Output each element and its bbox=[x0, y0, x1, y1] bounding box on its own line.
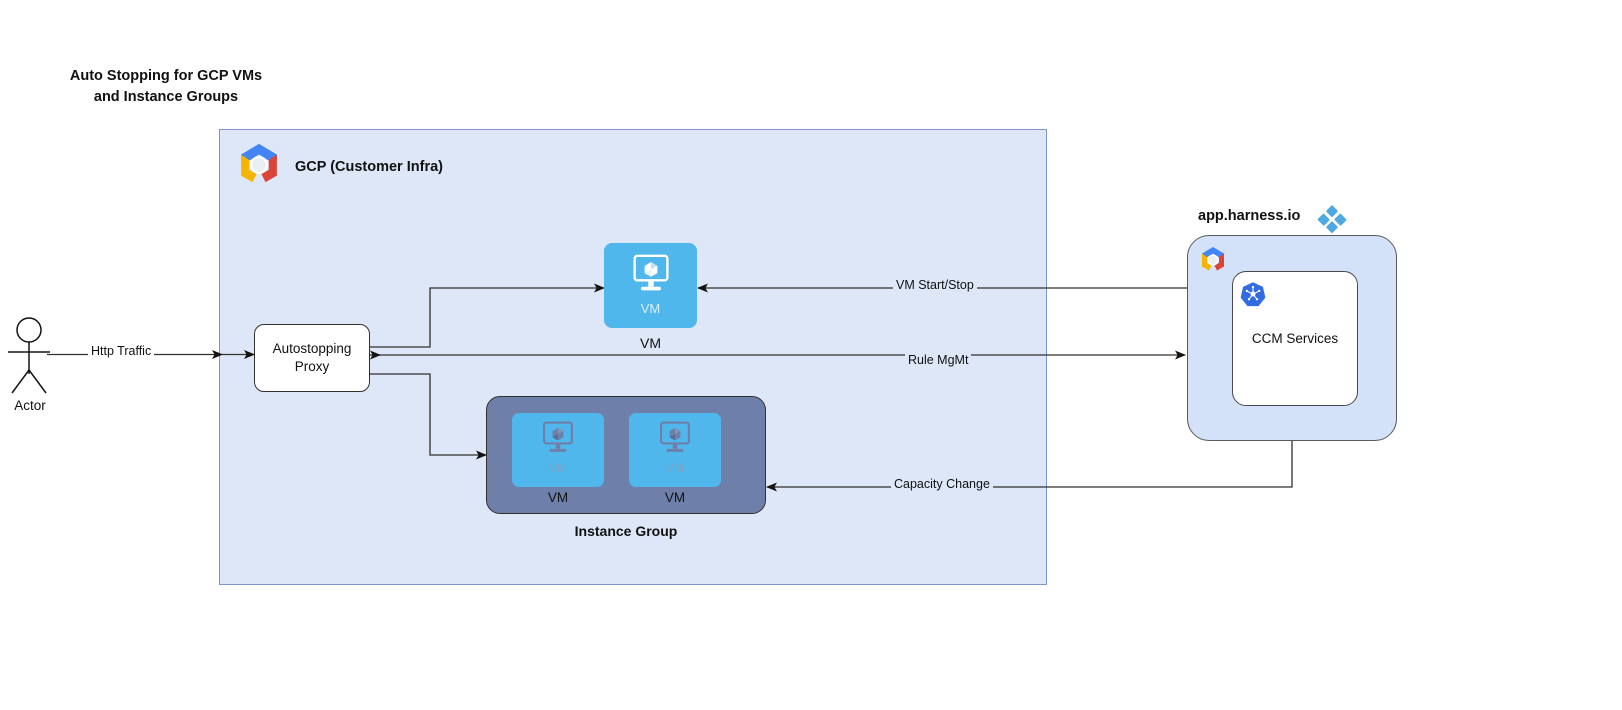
edge-label-capacity-change: Capacity Change bbox=[891, 477, 993, 491]
edge-label-rule-mgmt: Rule MgMt bbox=[905, 353, 972, 367]
instance-group-caption: Instance Group bbox=[574, 523, 678, 539]
vm-node[interactable]: VM bbox=[604, 243, 697, 328]
actor-stick-figure-icon bbox=[8, 317, 50, 394]
instance-group-node[interactable]: VM VM VM VM bbox=[486, 396, 766, 514]
edge-label-http-traffic: Http Traffic bbox=[88, 344, 155, 358]
vm-monitor-cube-icon bbox=[629, 254, 673, 299]
vm-monitor-cube-icon bbox=[539, 421, 577, 460]
gcp-logo bbox=[233, 139, 285, 196]
kubernetes-logo bbox=[1240, 281, 1266, 312]
instance-group-vm-2[interactable]: VM bbox=[629, 413, 721, 487]
instance-group-vm-1-inner-label: VM bbox=[549, 461, 567, 475]
gcp-panel-label: GCP (Customer Infra) bbox=[295, 159, 443, 175]
gcp-logo bbox=[1197, 244, 1229, 281]
autostopping-proxy-label: Autostopping Proxy bbox=[272, 341, 352, 374]
vm-monitor-cube-icon bbox=[656, 421, 694, 460]
harness-label: app.harness.io bbox=[1198, 208, 1301, 224]
instance-group-vm-1[interactable]: VM bbox=[512, 413, 604, 487]
edge-label-vm-start-stop: VM Start/Stop bbox=[893, 278, 977, 292]
actor-label: Actor bbox=[14, 398, 46, 413]
autostopping-proxy-node[interactable]: Autostopping Proxy bbox=[254, 324, 370, 392]
ccm-services-label: CCM Services bbox=[1251, 331, 1339, 346]
vm-inner-label: VM bbox=[640, 301, 661, 316]
vm-caption: VM bbox=[640, 335, 661, 351]
harness-logo bbox=[1316, 203, 1348, 240]
page-title: Auto Stopping for GCP VMs and Instance G… bbox=[69, 68, 263, 106]
instance-group-vm-1-caption: VM bbox=[547, 490, 569, 505]
instance-group-vm-2-inner-label: VM bbox=[666, 461, 684, 475]
instance-group-vm-2-caption: VM bbox=[664, 490, 686, 505]
